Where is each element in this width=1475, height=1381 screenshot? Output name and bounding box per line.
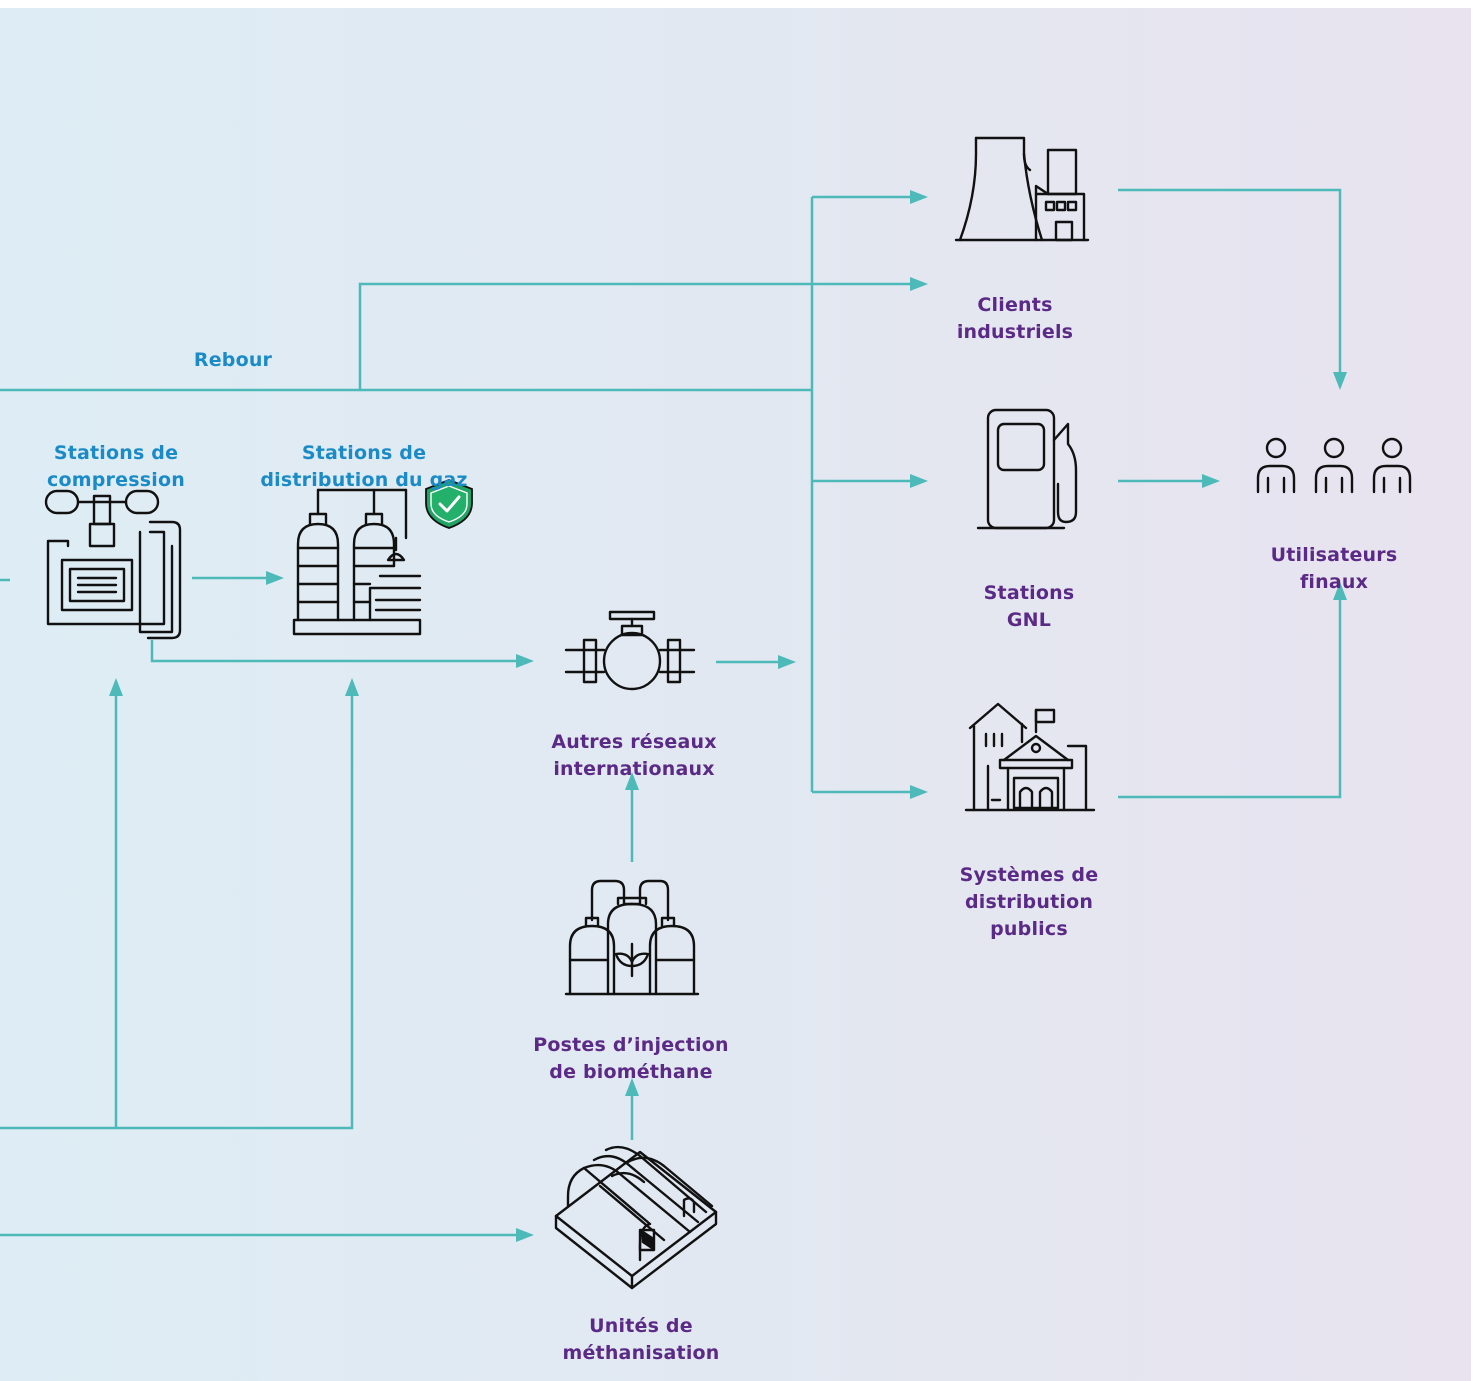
label-systemes-distribution-text: Systèmes de distribution publics — [959, 864, 1099, 940]
gas-distribution-station-icon — [292, 488, 422, 636]
label-stations-gnl: Stations GNL — [944, 553, 1114, 634]
pipeline-valve-icon — [564, 610, 696, 691]
label-stations-compression: Stations de compression — [16, 413, 216, 494]
connectors — [0, 188, 1342, 1237]
arrowhead-valve-up — [625, 772, 639, 790]
arrowhead-users-bottom — [1333, 582, 1347, 600]
label-autres-reseaux: Autres réseaux internationaux — [524, 702, 744, 783]
methanisation-unit-icon — [554, 1145, 718, 1290]
label-utilisateurs-finaux-text: Utilisateurs finaux — [1270, 544, 1398, 593]
label-clients-industriels: Clients industriels — [925, 265, 1105, 346]
end-users-icon — [1256, 437, 1412, 494]
arrowhead-valve-left — [516, 654, 534, 668]
label-systemes-distribution: Systèmes de distribution publics — [934, 835, 1124, 943]
arrowhead-hub — [778, 655, 796, 669]
label-postes-injection-text: Postes d’injection de biométhane — [533, 1034, 729, 1083]
label-rebour: Rebour — [150, 347, 316, 374]
connector-bottom-feed — [0, 694, 354, 1130]
lng-fuel-pump-icon — [976, 408, 1078, 530]
label-autres-reseaux-text: Autres réseaux internationaux — [551, 731, 717, 780]
arrowhead-users-top — [1333, 372, 1347, 390]
label-unites-methanisation: Unités de méthanisation — [536, 1286, 746, 1367]
label-rebour-text: Rebour — [193, 349, 273, 371]
compressor-station-icon — [44, 489, 182, 640]
label-stations-distribution-text: Stations de distribution du gaz — [260, 442, 468, 491]
label-clients-industriels-text: Clients industriels — [956, 294, 1074, 343]
label-stations-gnl-text: Stations GNL — [983, 582, 1075, 631]
label-stations-distribution: Stations de distribution du gaz — [244, 413, 484, 494]
arrowhead-compression-up — [109, 678, 123, 696]
arrowhead-factory-top — [910, 190, 928, 204]
arrowhead-distribution — [266, 571, 284, 585]
public-building-icon — [964, 702, 1096, 812]
label-postes-injection: Postes d’injection de biométhane — [516, 1005, 746, 1086]
connector-public-to-users — [1118, 598, 1342, 799]
label-unites-methanisation-text: Unités de méthanisation — [562, 1315, 720, 1364]
connector-factory-to-users — [1118, 188, 1342, 374]
arrowhead-gnl — [910, 474, 928, 488]
arrowhead-users-mid — [1202, 474, 1220, 488]
label-utilisateurs-finaux: Utilisateurs finaux — [1244, 515, 1424, 596]
connector-distribution-to-factory — [358, 282, 912, 390]
arrowhead-biomethane-up — [625, 1078, 639, 1096]
factory-icon — [954, 136, 1090, 242]
diagram-background — [0, 8, 1471, 1381]
arrowhead-distribution-up — [345, 678, 359, 696]
connector-compression-to-valve — [150, 640, 516, 663]
arrowhead-factory-second — [910, 277, 928, 291]
arrowhead-public — [910, 785, 928, 799]
label-stations-compression-text: Stations de compression — [47, 442, 185, 491]
arrowhead-methanisation — [516, 1228, 534, 1242]
arrowheads — [109, 190, 1347, 1242]
shield-check-icon — [425, 479, 473, 529]
biomethane-injection-icon — [564, 879, 700, 996]
